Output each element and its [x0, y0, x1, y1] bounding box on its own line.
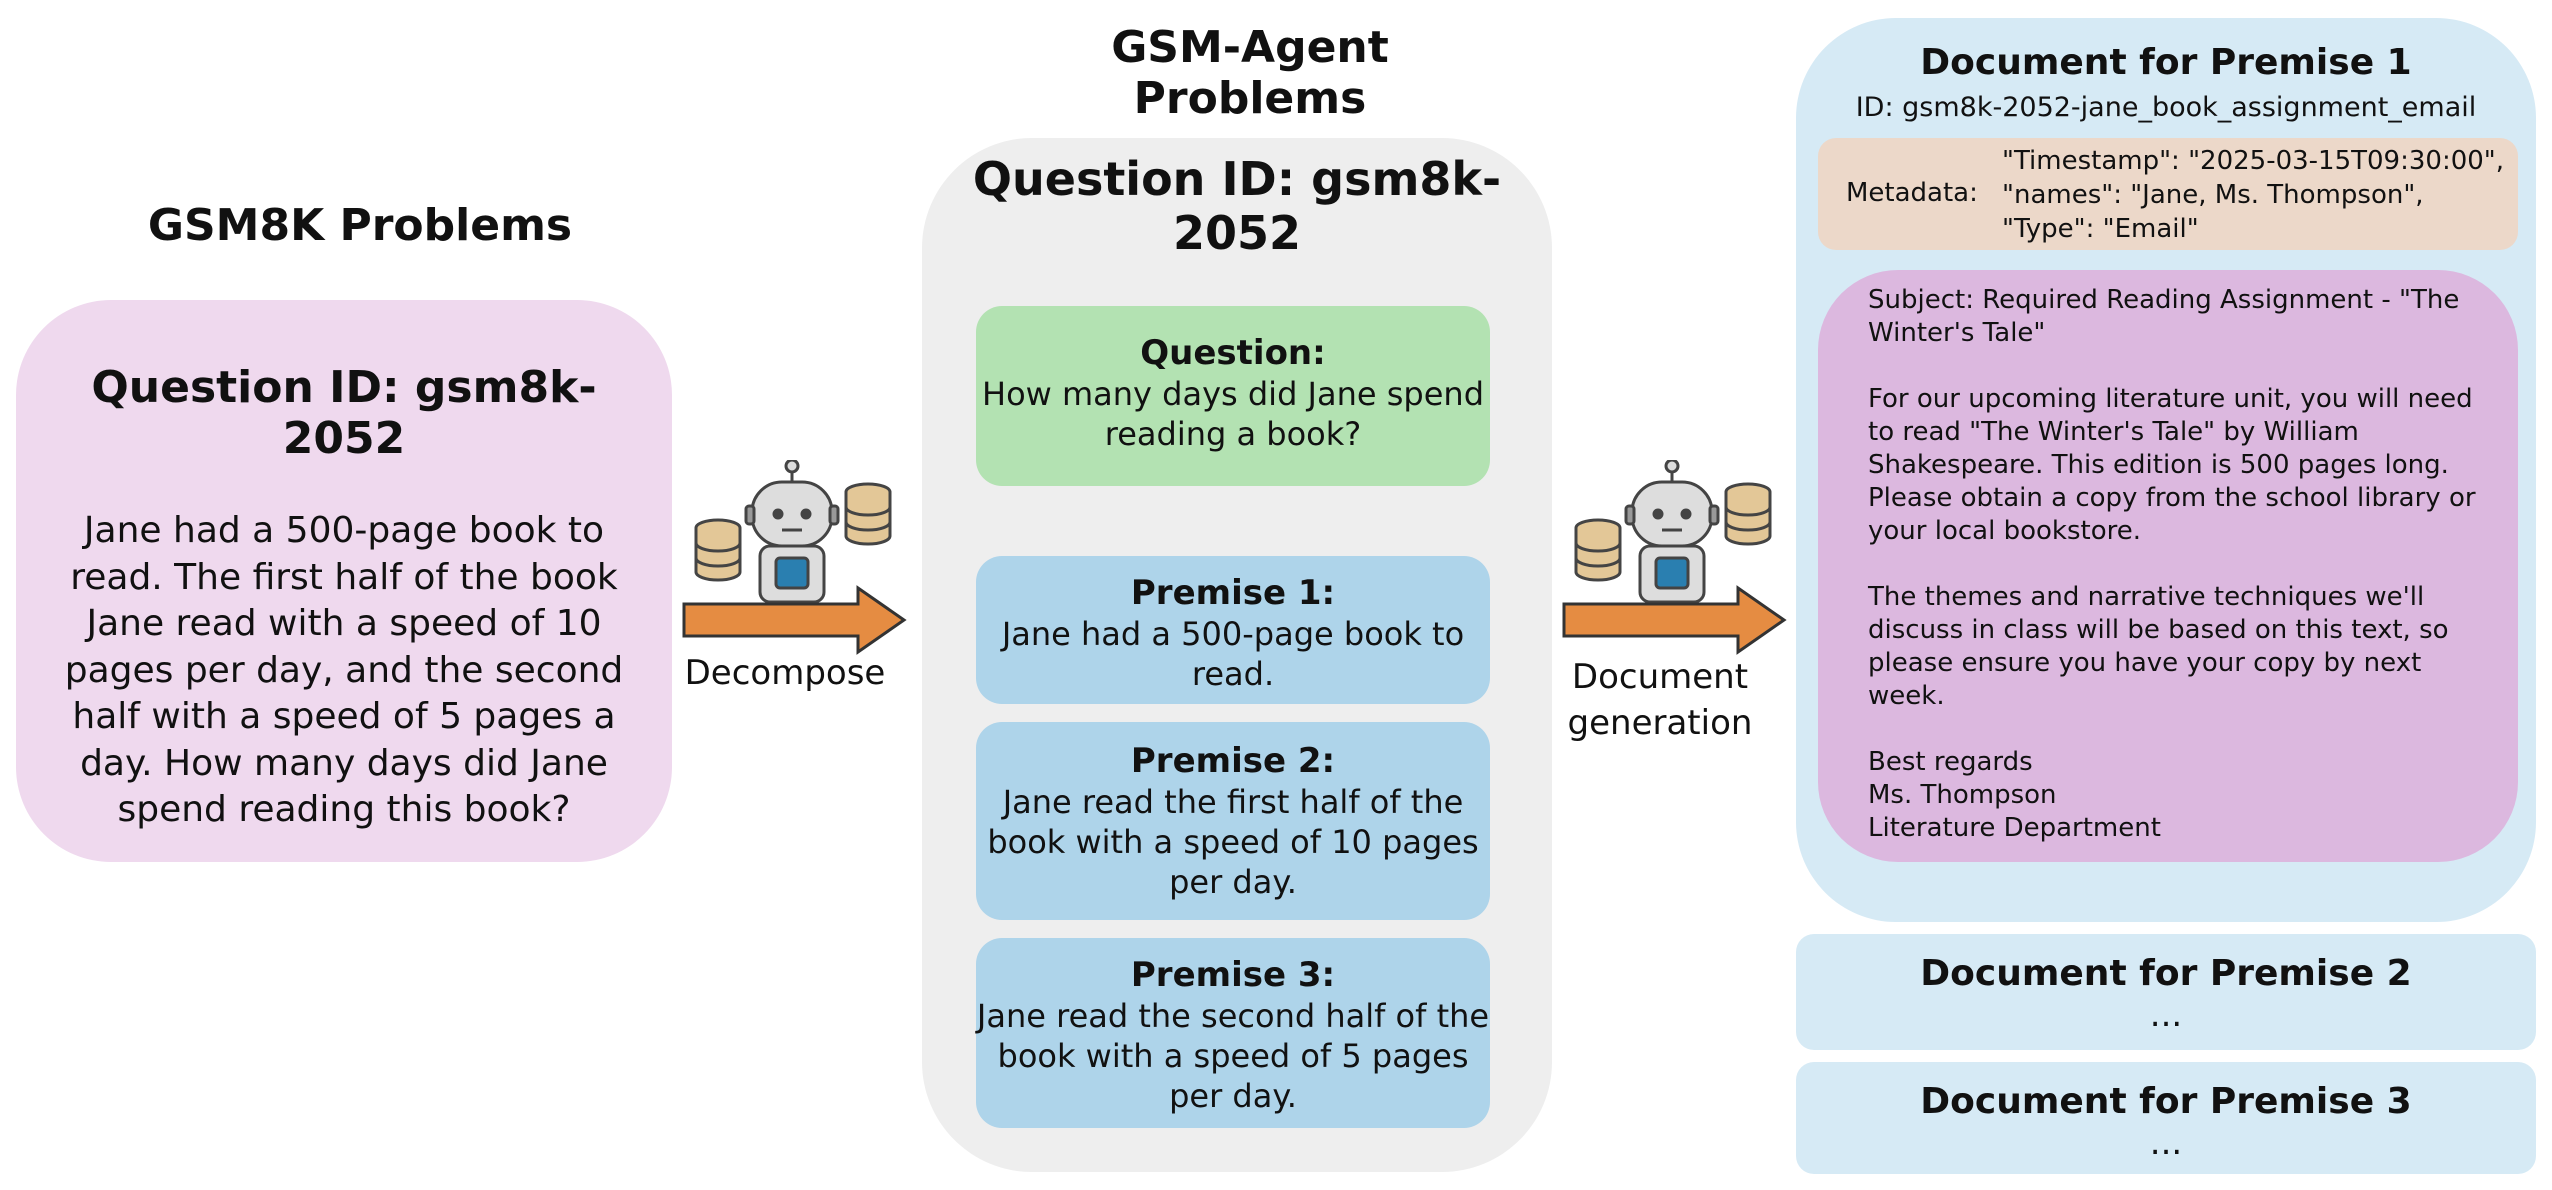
- document-premise-3-ellipsis: ...: [2149, 1123, 2183, 1163]
- premise-2-text: Jane read the first half of the book wit…: [987, 783, 1479, 901]
- gsm8k-title: GSM8K Problems: [147, 200, 573, 251]
- gsm8k-question-id: Question ID: gsm8k-2052: [91, 362, 597, 464]
- decompose-robot-icon: [682, 460, 907, 655]
- email-text: Subject: Required Reading Assignment - "…: [1868, 285, 2476, 843]
- document-premise-2-box: Document for Premise 2 ...: [1796, 934, 2536, 1050]
- gsm-agent-title: GSM-Agent Problems: [1111, 22, 1389, 124]
- metadata-names: "names": "Jane, Ms. Thompson",: [2002, 180, 2424, 210]
- premise-2-box: Premise 2: Jane read the first half of t…: [976, 722, 1490, 920]
- metadata-timestamp: "Timestamp": "2025-03-15T09:30:00",: [2002, 146, 2505, 176]
- document-premise-3-box: Document for Premise 3 ...: [1796, 1062, 2536, 1174]
- premise-3-box: Premise 3: Jane read the second half of …: [976, 938, 1490, 1128]
- document-generation-robot-icon: [1562, 460, 1787, 655]
- premise-1-title: Premise 1:: [1130, 573, 1336, 613]
- question-title: Question:: [1140, 333, 1326, 373]
- decompose-label: Decompose: [684, 653, 886, 693]
- metadata-type: "Type": "Email": [2002, 214, 2199, 244]
- metadata-values: "Timestamp": "2025-03-15T09:30:00", "nam…: [2002, 144, 2512, 246]
- document-premise-3-title: Document for Premise 3: [1920, 1081, 2412, 1122]
- question-box: Question: How many days did Jane spend r…: [976, 306, 1490, 486]
- premise-3-text: Jane read the second half of the book wi…: [976, 997, 1490, 1115]
- email-document-box: Subject: Required Reading Assignment - "…: [1818, 270, 2518, 862]
- document-premise-2-ellipsis: ...: [2149, 995, 2183, 1035]
- premise-1-text: Jane had a 500-page book to read.: [1001, 615, 1465, 693]
- premise-1-box: Premise 1: Jane had a 500-page book to r…: [976, 556, 1490, 704]
- metadata-label: Metadata:: [1846, 178, 1978, 208]
- document-generation-label-line2: generation: [1567, 703, 1753, 743]
- question-text: How many days did Jane spend reading a b…: [982, 375, 1484, 453]
- document-generation-label: Document generation: [1550, 654, 1770, 746]
- document-premise-1-id: ID: gsm8k-2052-jane_book_assignment_emai…: [1855, 92, 2477, 123]
- gsm8k-question-card: Question ID: gsm8k-2052 Jane had a 500-p…: [16, 300, 672, 862]
- premise-2-title: Premise 2:: [1130, 741, 1336, 781]
- document-generation-label-line1: Document: [1571, 657, 1749, 697]
- document-premise-2-title: Document for Premise 2: [1920, 953, 2412, 994]
- document-premise-1-title: Document for Premise 1: [1920, 42, 2412, 83]
- metadata-box: Metadata: "Timestamp": "2025-03-15T09:30…: [1818, 138, 2518, 250]
- gsm8k-question-text: Jane had a 500-page book to read. The fi…: [64, 510, 624, 830]
- gsm-agent-question-id: Question ID: gsm8k-2052: [972, 152, 1502, 260]
- premise-3-title: Premise 3:: [1130, 955, 1336, 995]
